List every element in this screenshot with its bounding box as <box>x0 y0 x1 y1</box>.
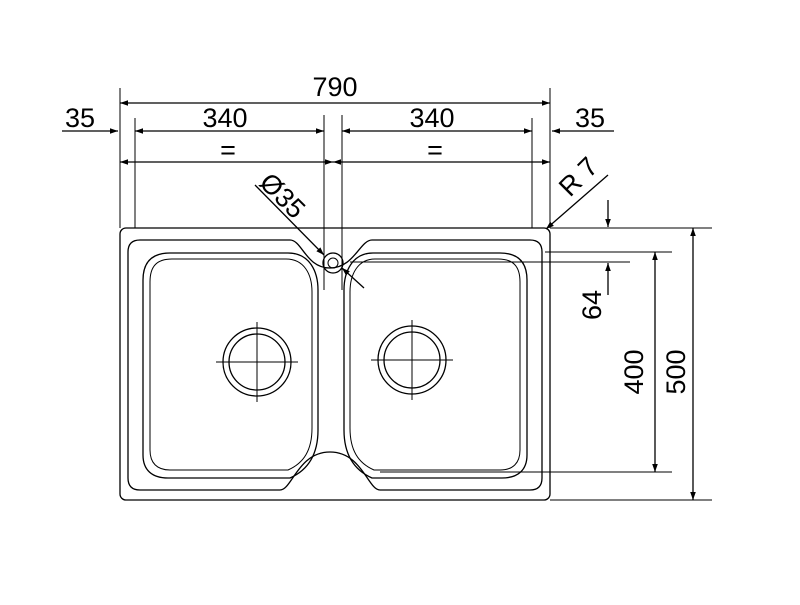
label-tap-offset: 64 <box>577 290 607 320</box>
dim-corner-radius-leader <box>545 174 609 230</box>
left-bowl <box>142 252 319 479</box>
right-bowl <box>343 252 528 479</box>
dim-drain-diameter-leader <box>254 184 365 289</box>
left-drain <box>216 322 298 402</box>
right-drain <box>371 320 453 400</box>
label-right-bowl-width: 340 <box>409 103 454 133</box>
label-equal-left: = <box>220 135 236 165</box>
tap-hole <box>322 252 344 274</box>
label-left-margin: 35 <box>65 103 95 133</box>
extension-lines <box>119 88 712 501</box>
label-bowl-height: 400 <box>619 349 649 394</box>
sink-outline <box>119 227 551 501</box>
label-right-margin: 35 <box>575 103 605 133</box>
label-drain-diameter: Ø35 <box>254 167 311 224</box>
label-equal-right: = <box>427 135 443 165</box>
label-corner-radius: R 7 <box>553 151 604 202</box>
label-left-bowl-width: 340 <box>202 103 247 133</box>
label-overall-width: 790 <box>312 72 357 102</box>
label-overall-height: 500 <box>661 349 691 394</box>
